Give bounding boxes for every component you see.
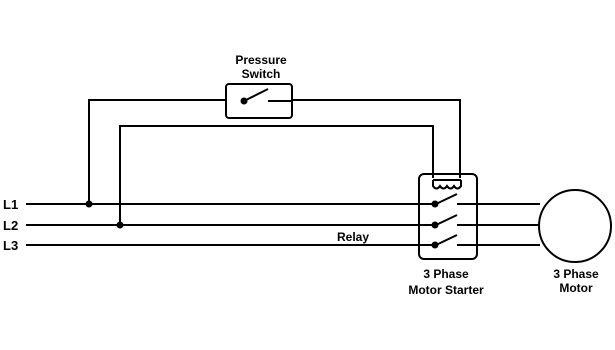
starter-label-2: Motor Starter <box>408 283 484 297</box>
control-wire-l1 <box>88 99 226 204</box>
contact-dot-2 <box>431 221 439 229</box>
label-l3: L3 <box>3 238 18 253</box>
contact-dot-3 <box>431 241 439 249</box>
contact-dot-1 <box>431 200 439 208</box>
motor-label-1: 3 Phase <box>553 267 599 281</box>
motor-label-2: Motor <box>559 281 593 295</box>
label-l2: L2 <box>3 218 18 233</box>
starter-label-1: 3 Phase <box>423 267 469 281</box>
control-wire-switch-to-coil <box>292 99 461 178</box>
junction-dot-l2 <box>116 221 124 229</box>
contact-2 <box>435 214 458 226</box>
pressure-switch-contact <box>243 88 269 102</box>
relay-coil <box>432 180 462 190</box>
control-wire-l2 <box>119 125 434 225</box>
motor-starter-box <box>418 173 478 260</box>
switch-dot-left <box>240 97 248 105</box>
motor-circle <box>538 189 612 263</box>
pressure-switch-label-2: Switch <box>242 67 281 81</box>
relay-label: Relay <box>337 230 369 244</box>
pressure-switch-label-1: Pressure <box>235 53 287 67</box>
contact-3 <box>435 234 458 246</box>
contact-1 <box>435 193 458 205</box>
junction-dot-l1 <box>85 200 93 208</box>
label-l1: L1 <box>3 197 18 212</box>
